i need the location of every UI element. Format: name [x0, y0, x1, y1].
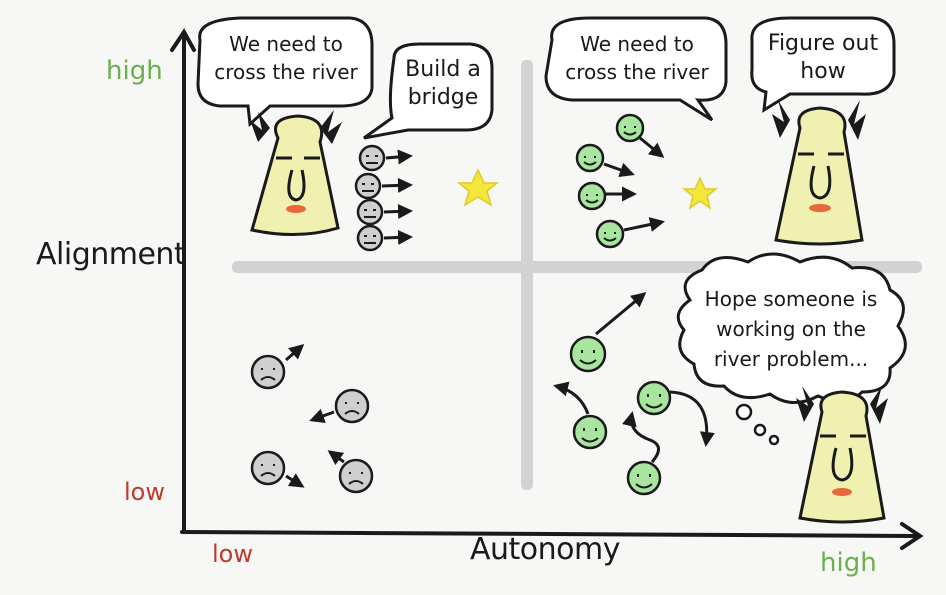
top-right-leader-text: We need to cross the river: [565, 32, 709, 84]
top-right-team-bubble: [750, 16, 896, 113]
thought-cloud: [676, 252, 907, 446]
smiley-face-icon: [577, 181, 637, 211]
y-axis-title: Alignment: [36, 237, 186, 272]
bottom-right-thought-text: Hope someone is working on the river pro…: [704, 287, 878, 371]
x-axis-title: Autonomy: [470, 532, 621, 567]
leader-face-icon: [772, 100, 866, 246]
gray-team-column: [354, 144, 413, 252]
smiley-face-icon: [553, 381, 608, 450]
neutral-face-icon: [358, 144, 413, 172]
sad-face-icon: [309, 388, 370, 424]
smiley-face-icon: [622, 411, 662, 496]
neutral-face-icon: [354, 172, 413, 200]
x-axis-low-label: low: [212, 540, 253, 568]
green-team-scattered: [553, 292, 715, 496]
smiley-face-icon: [595, 217, 665, 249]
axes: [170, 28, 924, 550]
top-left-leader-bubble: [196, 16, 374, 128]
smiley-face-icon: [636, 380, 715, 447]
star-icon: [681, 176, 719, 210]
green-team-top: [575, 113, 665, 249]
smiley-face-icon: [575, 143, 635, 178]
x-axis: [180, 530, 920, 538]
leader-face-icon: [796, 386, 888, 524]
y-axis-low-label: low: [124, 478, 165, 506]
leader-face-icon: [250, 110, 342, 236]
x-axis-high-label: high: [820, 548, 877, 578]
sad-face-icon: [250, 450, 305, 488]
x-axis-arrowhead: [900, 522, 924, 550]
sad-face-icon: [250, 344, 305, 390]
sad-face-icon: [327, 450, 374, 494]
y-axis-arrowhead: [170, 28, 196, 52]
top-left-leader-text: We need to cross the river: [214, 32, 358, 84]
y-axis-high-label: high: [106, 56, 163, 86]
smiley-face-icon: [569, 292, 647, 373]
top-right-leader-bubble: [544, 16, 728, 122]
top-left-team-text: Build a bridge: [405, 57, 481, 110]
smiley-face-icon: [615, 113, 665, 158]
star-icon: [456, 168, 500, 207]
neutral-face-icon: [356, 198, 413, 226]
gray-team-scattered: [250, 344, 374, 494]
top-right-team-text: Figure out how: [767, 31, 879, 84]
top-left-team-bubble: [363, 42, 494, 140]
neutral-face-icon: [356, 224, 413, 252]
